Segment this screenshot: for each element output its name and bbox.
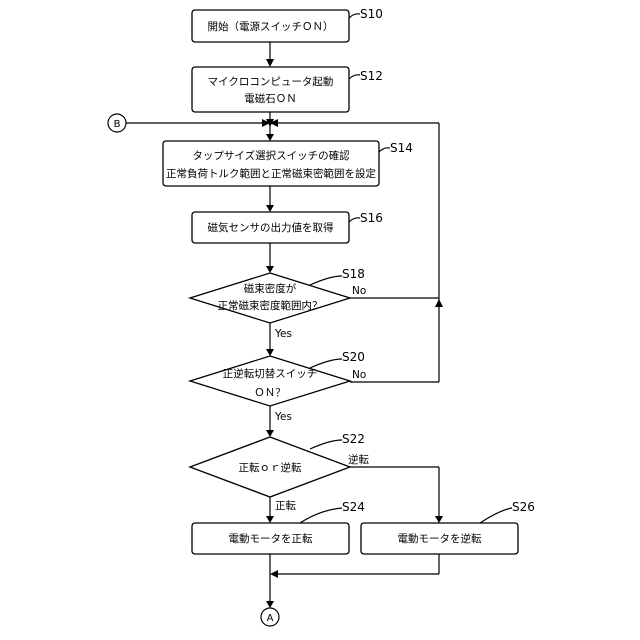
step-s12-line1: マイクロコンピュータ起動 (208, 75, 334, 88)
step-s14-line1: タップサイズ選択スイッチの確認 (192, 149, 350, 162)
step-s24-text: 電動モータを正転 (229, 532, 313, 545)
step-s20-line2: ＯＮ？ (254, 387, 286, 399)
step-s12-box (192, 67, 349, 112)
step-s14-leader (379, 148, 390, 152)
step-s20-yes: Yes (274, 411, 292, 423)
arrowhead-s10-s12 (266, 59, 274, 67)
arrowhead-s22-s26 (435, 516, 443, 523)
step-s12-label: S12 (360, 69, 383, 83)
connector-b-label: B (114, 119, 121, 130)
arrowhead-loop-up (435, 299, 443, 307)
arrowhead-to-a (266, 601, 274, 608)
step-s20-leader (310, 359, 342, 368)
step-s14-line2: 正常負荷トルク範囲と正常磁束密範囲を設定 (166, 167, 376, 180)
step-s18-yes: Yes (274, 328, 292, 340)
step-s16-text: 磁気センサの出力値を取得 (208, 221, 334, 234)
step-s26-leader (480, 508, 512, 523)
arrowhead-s18-s20 (266, 349, 274, 356)
step-s10-label: S10 (360, 7, 383, 21)
step-s22-forward: 正転 (275, 500, 296, 512)
step-s22-text: 正転ｏｒ逆転 (239, 461, 302, 474)
step-s16-leader (349, 218, 360, 222)
step-s18-line2: 正常磁束密度範囲内？ (218, 299, 323, 312)
step-s24-label: S24 (342, 500, 365, 514)
step-s14-label: S14 (390, 141, 413, 155)
arrowhead-s14-s16 (266, 205, 274, 212)
step-s20-label: S20 (342, 350, 365, 364)
step-s22-label: S22 (342, 432, 365, 446)
step-s16-label: S16 (360, 211, 383, 225)
step-s20-line1: 正逆転切替スイッチ (223, 367, 318, 380)
step-s12-line2: 電磁石ＯＮ (244, 92, 297, 105)
step-s10-text: 開始（電源スイッチＯＮ） (208, 20, 334, 33)
arrowhead-s22-s24 (266, 516, 274, 523)
step-s26-text: 電動モータを逆転 (398, 532, 482, 545)
step-s18-no: No (352, 285, 366, 297)
step-s12-leader (349, 75, 360, 79)
arrowhead-s26-merge (270, 570, 278, 578)
step-s26-label: S26 (512, 500, 535, 514)
arrowhead-s16-s18 (266, 266, 274, 273)
step-s18-diamond (190, 273, 350, 323)
arrowhead-s20-s22 (266, 430, 274, 437)
arrowhead-s12-s14 (266, 134, 274, 141)
step-s18-line1: 磁束密度が (244, 282, 297, 295)
step-s18-leader (310, 276, 342, 285)
step-s18-label: S18 (342, 267, 365, 281)
step-s22-reverse: 逆転 (348, 453, 369, 466)
step-s24-leader (300, 508, 342, 523)
connector-a-label: A (267, 613, 274, 624)
step-s10-leader (349, 14, 360, 18)
step-s22-leader (310, 440, 342, 449)
step-s20-no: No (352, 369, 366, 381)
